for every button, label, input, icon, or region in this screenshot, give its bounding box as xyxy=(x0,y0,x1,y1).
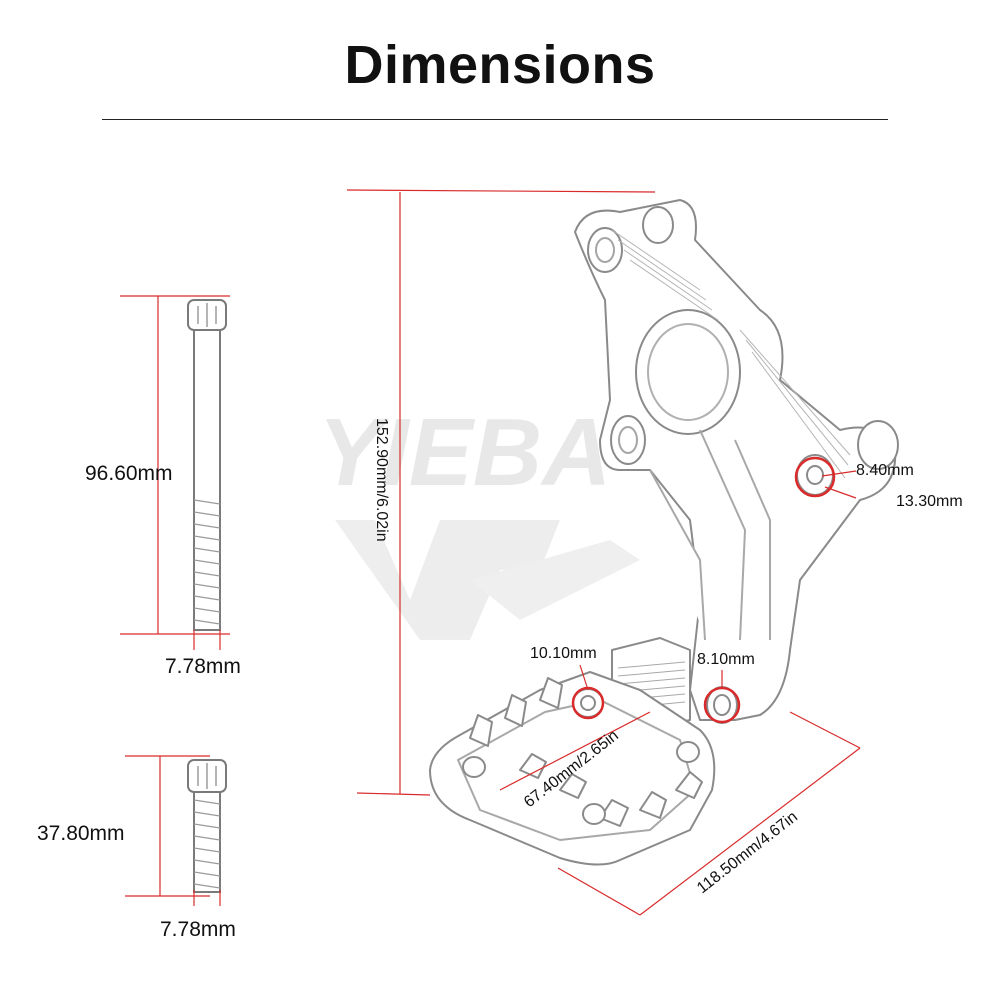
bracket-depth-label: 118.50mm/4.67in xyxy=(694,808,801,897)
mount-hole-outer-label: 13.30mm xyxy=(896,493,963,510)
peg-hole-label: 10.10mm xyxy=(530,645,597,662)
short-bolt-length-label: 37.80mm xyxy=(37,822,125,845)
bracket-height-label: 152.90mm/6.02in xyxy=(373,418,390,542)
short-bolt-diameter-label: 7.78mm xyxy=(160,918,236,941)
mount-hole-inner-label: 8.40mm xyxy=(856,462,914,479)
long-bolt-diameter-label: 7.78mm xyxy=(165,655,241,678)
long-bolt xyxy=(187,299,227,631)
bracket-dimensions xyxy=(346,189,861,916)
short-bolt-dimensions xyxy=(125,755,221,906)
pivot-hole-label: 8.10mm xyxy=(697,651,755,668)
watermark-text: YIEBA xyxy=(318,399,611,506)
watermark-logo: YIEBA xyxy=(318,399,640,640)
title-divider xyxy=(102,119,888,120)
long-bolt-length-label: 96.60mm xyxy=(85,462,173,485)
short-bolt xyxy=(187,759,227,893)
page-title: Dimensions xyxy=(344,35,656,95)
long-bolt-dimensions xyxy=(120,295,230,650)
footpeg-bracket xyxy=(429,199,899,866)
